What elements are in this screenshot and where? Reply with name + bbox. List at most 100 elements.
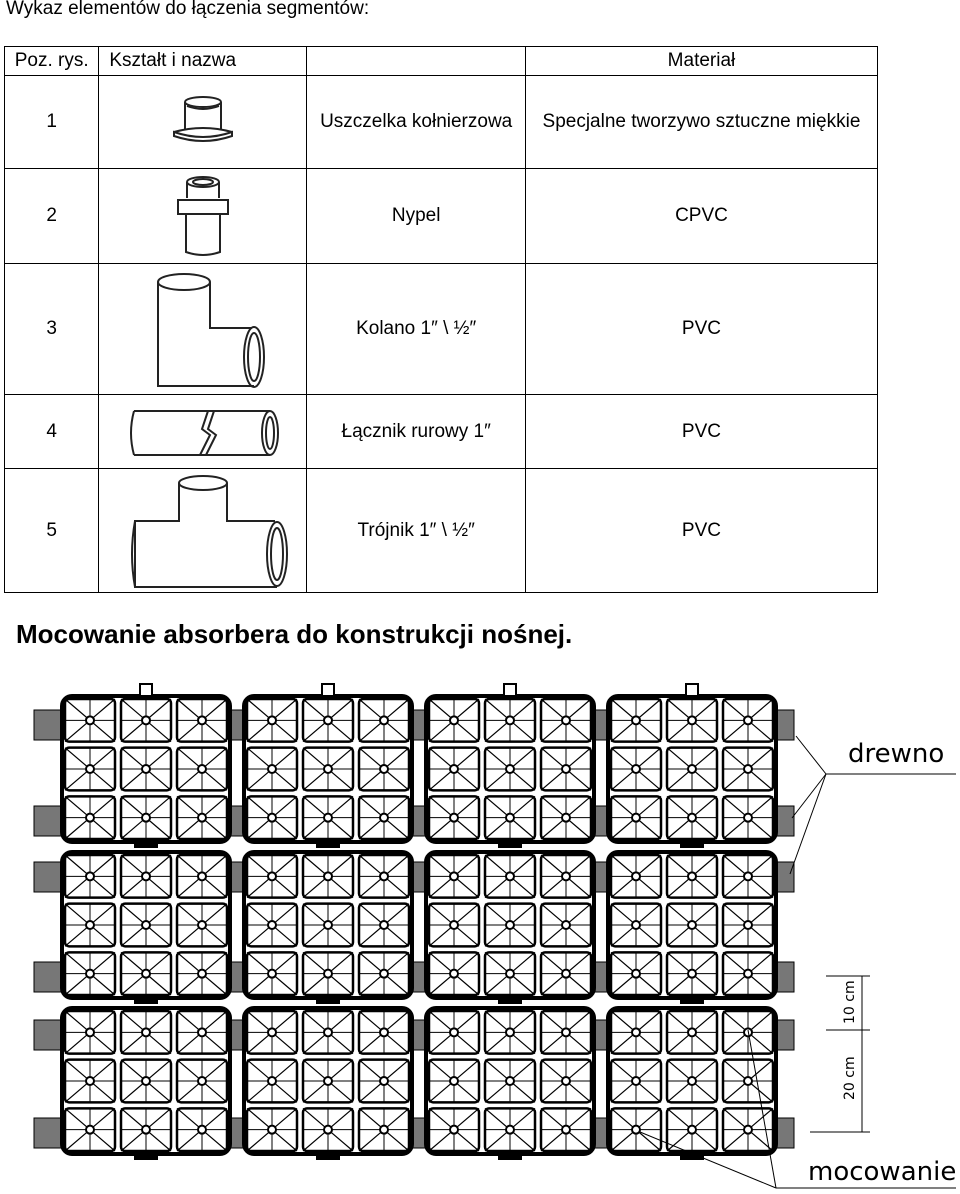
cell-hole (505, 920, 515, 930)
wood-beam (33, 861, 65, 893)
cell-hole (561, 871, 571, 882)
row-pos: 4 (3, 394, 100, 469)
callout-line (639, 1131, 777, 1189)
row-picture (98, 263, 308, 395)
panel-connector (316, 1152, 340, 1160)
nipple-fitting-icon (176, 176, 229, 256)
cell-hole (449, 920, 459, 930)
wood-beam (33, 961, 65, 993)
cell-hole (505, 764, 515, 774)
cell-hole (631, 968, 641, 979)
cell-hole (267, 1124, 277, 1135)
cell-hole (85, 764, 95, 774)
header-material: Materiał (524, 46, 879, 76)
cell-hole (743, 920, 753, 930)
cell-hole (197, 1076, 207, 1086)
cell-hole (505, 1076, 515, 1086)
row-pos: 5 (3, 468, 100, 593)
cell-hole (561, 812, 571, 823)
header-empty (306, 46, 526, 76)
cell-hole (267, 968, 277, 979)
row-name: Trójnik 1″ \ ½″ (306, 468, 526, 593)
cell-hole (197, 1124, 207, 1135)
cell-hole (505, 715, 515, 726)
cell-hole (141, 764, 151, 774)
panel-connector (316, 996, 340, 1004)
cell-hole (85, 715, 95, 726)
cell-hole (323, 1124, 333, 1135)
panel-connector (134, 840, 158, 848)
cell-hole (85, 920, 95, 930)
row-picture (98, 168, 308, 264)
cell-hole (85, 812, 95, 823)
cell-hole (267, 715, 277, 726)
cell-hole (561, 968, 571, 979)
cell-hole (267, 871, 277, 882)
cell-hole (505, 968, 515, 979)
cell-hole (631, 1027, 641, 1038)
cell-hole (561, 1124, 571, 1135)
panel-tab (685, 683, 699, 697)
mount-callout: mocowanie (639, 1029, 956, 1189)
callout-line (789, 773, 827, 875)
dim-label-10cm: 10 cm (842, 980, 858, 1024)
cell-hole (561, 764, 571, 774)
elbow-fitting-icon (156, 273, 265, 388)
row-pos: 2 (3, 168, 100, 264)
cell-hole (323, 1076, 333, 1086)
cell-hole (323, 764, 333, 774)
dimension-lines: 10 cm 20 cm (810, 975, 870, 1133)
cell-hole (631, 871, 641, 882)
absorber-panel (606, 683, 778, 848)
cell-hole (687, 1027, 697, 1038)
panel-connector (498, 840, 522, 848)
table-row: 5 Trójnik 1″ \ ½″ PVC (3, 468, 879, 593)
absorber-panel (424, 1006, 596, 1160)
absorber-panel (60, 850, 232, 1004)
cell-hole (85, 1027, 95, 1038)
cell-hole (505, 812, 515, 823)
cell-hole (267, 920, 277, 930)
cell-hole (631, 1076, 641, 1086)
wood-beam (33, 709, 65, 741)
cell-hole (631, 764, 641, 774)
cell-hole (561, 920, 571, 930)
cell-hole (197, 1027, 207, 1038)
label-mount: mocowanie (808, 1157, 956, 1187)
table-row: 2 Nypel CPVC (3, 168, 879, 264)
row-picture (98, 75, 308, 169)
cell-hole (687, 715, 697, 726)
cell-hole (141, 715, 151, 726)
cell-hole (323, 812, 333, 823)
cell-hole (449, 764, 459, 774)
row-name: Uszczelka kołnierzowa (306, 75, 526, 169)
page-heading: Wykaz elementów do łączenia segmentów: (6, 0, 370, 19)
cell-hole (141, 1124, 151, 1135)
cell-hole (197, 871, 207, 882)
cell-hole (379, 812, 389, 823)
cell-hole (631, 715, 641, 726)
cell-hole (561, 1076, 571, 1086)
cell-hole (449, 715, 459, 726)
cell-hole (743, 871, 753, 882)
cell-hole (631, 920, 641, 930)
row-name: Nypel (306, 168, 526, 264)
cell-hole (743, 1124, 753, 1135)
cell-hole (687, 1124, 697, 1135)
callout-line (791, 773, 827, 819)
cell-hole (379, 968, 389, 979)
dim-label-20cm: 20 cm (842, 1056, 858, 1100)
cell-hole (197, 715, 207, 726)
cell-hole (687, 968, 697, 979)
panel-tab (503, 683, 517, 697)
cell-hole (743, 1076, 753, 1086)
cell-hole (323, 1027, 333, 1038)
section-title: Mocowanie absorbera do konstrukcji nośne… (16, 619, 573, 649)
panel-connector (134, 1152, 158, 1160)
cell-hole (449, 968, 459, 979)
wood-callout: drewno (789, 735, 956, 875)
panel-connector (498, 1152, 522, 1160)
absorber-panel (242, 683, 414, 848)
callout-line (795, 735, 827, 775)
cell-hole (505, 1027, 515, 1038)
